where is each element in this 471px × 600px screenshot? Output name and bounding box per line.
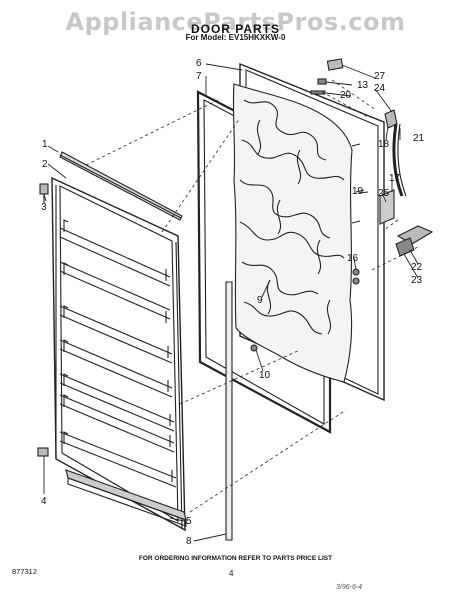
bottom-trim-strip: [65, 469, 187, 527]
page-number: 4: [229, 569, 234, 578]
assembly-guide-lines: [85, 79, 421, 513]
inner-door-liner: [51, 176, 186, 532]
callout-10: 10: [259, 370, 271, 381]
callout-1: 1: [42, 139, 48, 150]
callout-4: 4: [41, 496, 47, 507]
callout-9: 9: [257, 295, 263, 306]
handwritten-mark: 3/96-6-4: [336, 584, 363, 591]
callout-7: 7: [196, 71, 202, 82]
diagram-title: DOOR PARTS: [190, 22, 281, 36]
callout-21: 21: [413, 133, 425, 144]
callout-17: 17: [389, 173, 401, 184]
callout-22: 22: [411, 262, 423, 273]
door-clip-4: [37, 447, 49, 457]
callout-13: 13: [357, 80, 369, 91]
watermark-text: AppliancePartsPros.com: [65, 8, 406, 36]
door-handle: [392, 123, 407, 197]
leader-lines: [43, 63, 419, 542]
callout-3: 3: [41, 202, 47, 213]
callout-18: 18: [378, 139, 390, 150]
callout-24: 24: [374, 83, 386, 94]
callout-2: 2: [42, 159, 48, 170]
callout-16: 16: [347, 253, 359, 264]
callout-6: 6: [196, 58, 202, 69]
hinge-assembly-bottom: [379, 189, 434, 257]
callout-8: 8: [186, 536, 192, 547]
top-trim-strip: [59, 151, 183, 221]
callout-5: 5: [186, 516, 192, 527]
door-breaker-strip: [225, 281, 233, 541]
callout-25: 25: [378, 188, 390, 199]
callout-19: 19: [352, 186, 364, 197]
outer-door-panel: [232, 62, 385, 402]
ordering-note: FOR ORDERING INFORMATION REFER TO PARTS …: [138, 555, 333, 562]
hinge-assembly-top: [310, 58, 398, 129]
screws-right: [250, 143, 365, 352]
model-number: For Model: EV15HKXKW-0: [185, 33, 286, 42]
callout-27: 27: [374, 71, 386, 82]
diagram-part-number: 877312: [12, 567, 38, 576]
callout-20: 20: [340, 90, 352, 101]
callout-23: 23: [411, 275, 423, 286]
